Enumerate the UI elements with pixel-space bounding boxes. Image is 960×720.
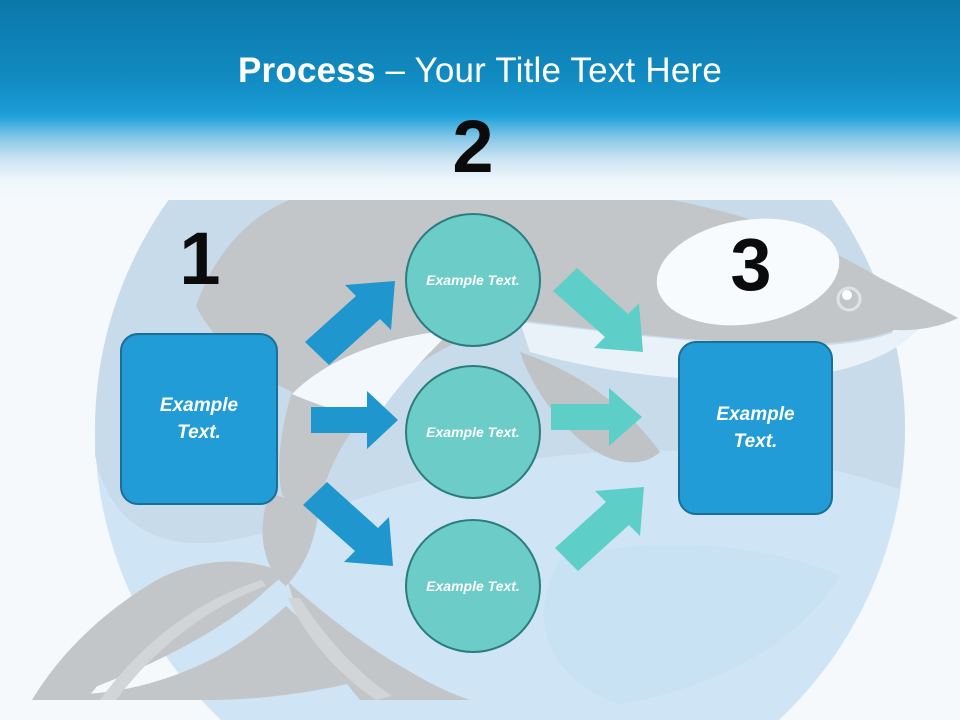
process-circle-1[interactable]: Example Text. — [405, 213, 541, 347]
arrow-circle-b-to-end — [551, 388, 642, 446]
process-end-box-line1: Example — [716, 404, 795, 425]
process-start-box[interactable]: Example Text. — [120, 333, 278, 505]
arrow-start-to-circle-c — [303, 482, 393, 566]
process-circle-1-label: Example Text. — [426, 270, 520, 290]
process-circle-1-line1: Example — [426, 272, 484, 288]
page-title-separator: – — [375, 51, 415, 90]
arrow-start-to-circle-b — [311, 391, 398, 449]
step-number-3: 3 — [730, 223, 772, 306]
process-start-box-line1: Example — [159, 395, 239, 416]
process-circle-2-label: Example Text. — [426, 422, 520, 442]
page-title: Process – Your Title Text Here — [0, 50, 960, 92]
process-circle-3-line2: Text. — [487, 578, 520, 594]
dolphin-throat — [292, 330, 452, 424]
arrow-circle-a-to-end — [553, 268, 643, 352]
dolphin-snout — [854, 268, 958, 331]
process-circle-3-label: Example Text. — [426, 576, 520, 596]
step-number-2: 2 — [452, 105, 494, 188]
dolphin-tail-flukes — [40, 561, 388, 700]
dolphin-tail-fluke-left — [32, 564, 288, 700]
dolphin-tail-highlight-left — [100, 580, 266, 700]
arrow-start-to-circle-a — [305, 281, 395, 365]
process-circle-2-line1: Example — [426, 424, 484, 440]
process-circle-3[interactable]: Example Text. — [405, 519, 541, 653]
dolphin-eye-pupil — [842, 290, 852, 300]
water-highlight — [543, 544, 840, 704]
process-circle-3-line1: Example — [426, 578, 484, 594]
process-end-box-line2: Text. — [733, 431, 778, 452]
dolphin-tail-stock — [262, 492, 320, 586]
step-number-1: 1 — [179, 217, 221, 300]
page-title-bold: Process — [238, 51, 376, 90]
page-title-rest: Your Title Text Here — [414, 51, 722, 90]
arrow-circle-c-to-end — [555, 487, 644, 571]
process-circle-2-line2: Text. — [487, 424, 520, 440]
process-circle-1-line2: Text. — [487, 272, 520, 288]
process-start-box-line2: Text. — [177, 422, 221, 443]
process-end-box-label: Example Text. — [716, 401, 794, 455]
process-end-box[interactable]: Example Text. — [678, 341, 833, 515]
number-badge-ellipse — [656, 218, 840, 326]
header-gradient-band — [0, 0, 960, 200]
process-circle-2[interactable]: Example Text. — [405, 365, 541, 499]
process-start-box-label: Example Text. — [160, 392, 238, 446]
dolphin-eye-ring — [836, 286, 862, 312]
dolphin-tail-highlight-right — [288, 598, 392, 700]
